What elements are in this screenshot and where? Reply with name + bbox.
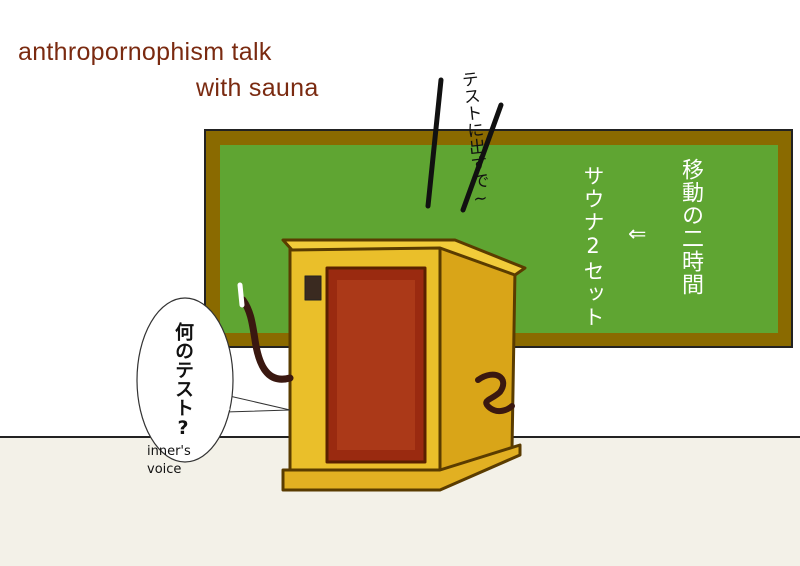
title-line-1: anthropornophism talk [18,38,272,66]
thought-bubble [136,297,291,463]
title-line-2: with sauna [196,74,319,102]
speech-lines [425,77,504,213]
control-panel [304,275,322,301]
chalkboard-line-2: サウナ2セット [581,165,605,329]
right-arm [475,371,515,415]
chalkboard-arrow: ⇐ [628,222,647,247]
bubble-caption: inner's voice [147,444,191,477]
left-arm [239,296,294,383]
bubble-text: 何のテスト? [172,322,194,439]
chalk [237,282,245,308]
sauna-character [237,238,527,492]
chalkboard-line-1: 移動の二時間 [678,158,703,296]
